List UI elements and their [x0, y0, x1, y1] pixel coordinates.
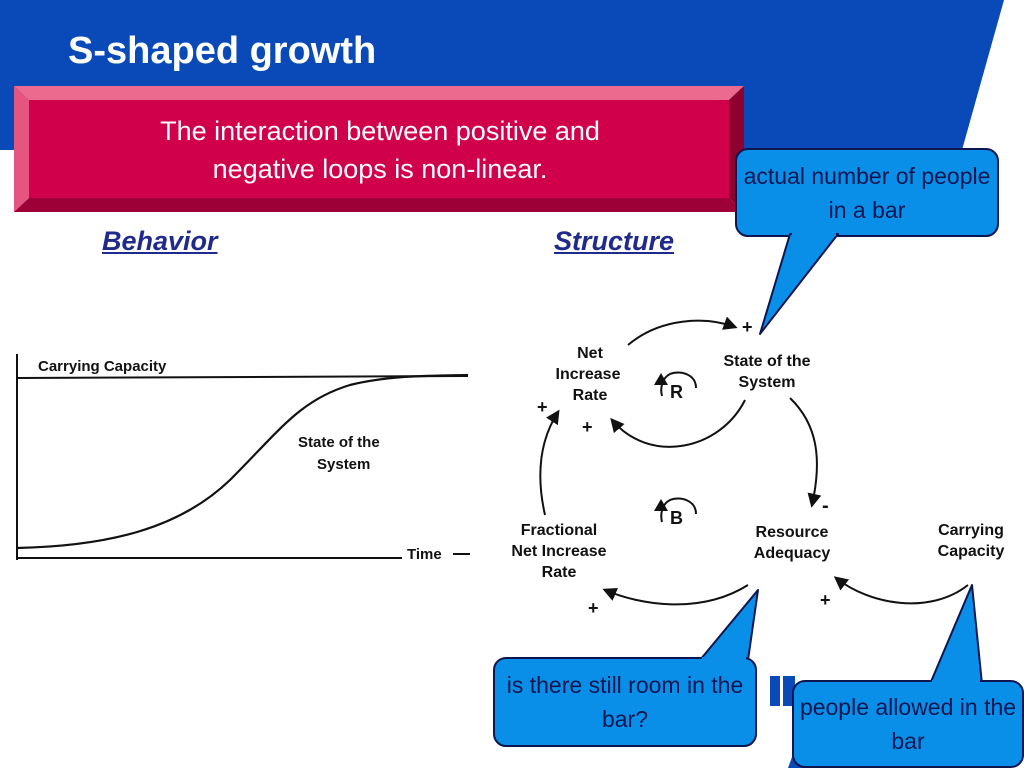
callout-allowed [792, 584, 1024, 768]
state-node-line-1: State of the [723, 353, 810, 370]
loop-b-arrowhead [654, 499, 668, 511]
arrow-carrying-to-resource [833, 576, 969, 605]
behavior-heading: Behavior [102, 226, 218, 256]
loop-b-label: B [670, 508, 683, 528]
callout-room-text: is there still room in the bar? [506, 672, 744, 732]
slide-title: S-shaped growth [68, 30, 377, 72]
carrying-capacity-label: Carrying Capacity [38, 358, 167, 375]
arrow-state-to-resource [789, 397, 822, 508]
loop-r-arrowhead [654, 373, 668, 385]
fractional-line-2: Net Increase [511, 543, 606, 560]
state-label-line-1: State of the [298, 434, 380, 451]
fractional-line-3: Rate [542, 564, 577, 581]
carrying-node-line-1: Carrying [938, 522, 1004, 539]
arrow-state-to-net [610, 399, 746, 448]
polarity-minus: - [822, 495, 829, 517]
callout-allowed-text: people allowed in the bar [799, 694, 1017, 754]
s-curve [16, 373, 469, 550]
state-node-line-2: System [739, 374, 796, 391]
callout-actual-text: actual number of people in a bar [743, 163, 991, 223]
callout-actual [735, 148, 999, 335]
polarity-plus-5: + [820, 590, 831, 610]
net-increase-line-2: Increase [556, 366, 621, 383]
carrying-node-line-2: Capacity [938, 543, 1005, 560]
banner-text: The interaction between positive and neg… [30, 100, 730, 200]
carrying-capacity-line [16, 375, 469, 379]
callout-room [493, 589, 759, 747]
loop-r-label: R [670, 382, 683, 402]
behavior-graph: Carrying Capacity State of the System Ti… [16, 354, 470, 563]
banner-line-2: negative loops is non-linear. [212, 154, 548, 184]
net-increase-line-3: Rate [573, 387, 608, 404]
resource-line-1: Resource [756, 524, 829, 541]
resource-line-2: Adequacy [754, 545, 831, 562]
arrow-resource-to-fractional [602, 584, 749, 606]
loop-r-arrow [660, 371, 697, 397]
structure-heading: Structure [554, 226, 675, 256]
state-label-line-2: System [317, 456, 370, 473]
banner-line-1: The interaction between positive and [160, 116, 600, 146]
time-label: Time [407, 546, 442, 563]
net-increase-line-1: Net [577, 345, 603, 362]
arrow-fractional-to-net [539, 409, 560, 516]
loop-b-arrow [660, 497, 697, 523]
polarity-plus-4: + [588, 598, 599, 618]
banner-box [14, 86, 744, 212]
polarity-plus-3: + [537, 397, 548, 417]
structure-diagram: Net Increase Rate State of the System Fr… [511, 316, 1005, 618]
polarity-plus-2: + [582, 417, 593, 437]
polarity-plus-1: + [742, 317, 753, 337]
fractional-line-1: Fractional [521, 522, 597, 539]
arrow-net-to-state [627, 316, 738, 346]
